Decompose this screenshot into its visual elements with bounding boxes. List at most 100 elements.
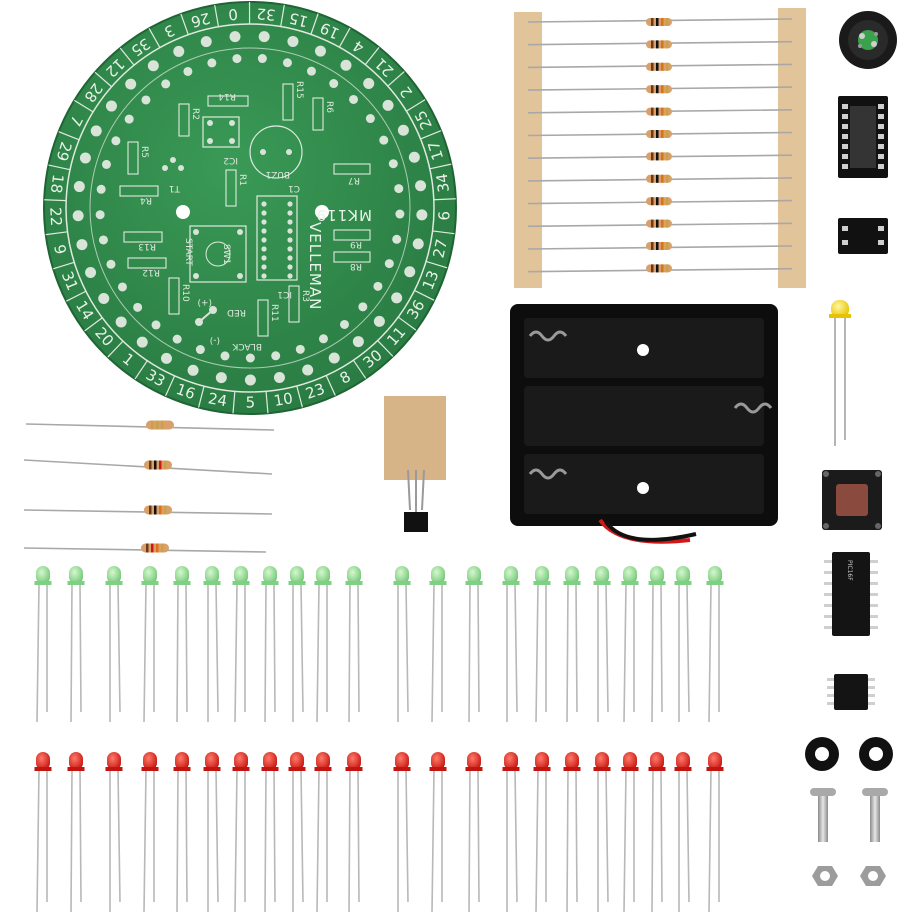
led-pad xyxy=(79,152,91,164)
led-pad xyxy=(373,315,385,327)
red-led xyxy=(314,752,332,913)
red-led xyxy=(674,752,692,912)
label-c1: C1 xyxy=(288,183,300,193)
red-led xyxy=(648,752,666,913)
ring-number: 10 xyxy=(272,389,294,410)
led-pad xyxy=(90,125,102,137)
label-r14: R14 xyxy=(218,91,236,101)
label-r15: R15 xyxy=(294,81,304,99)
led-pad xyxy=(392,234,402,244)
screw xyxy=(862,788,888,842)
label-r12: R12 xyxy=(142,267,160,277)
resistor xyxy=(23,459,273,475)
led-pad xyxy=(172,334,182,344)
led-pad xyxy=(388,159,398,169)
green-led xyxy=(345,566,363,723)
small-ic-8pin xyxy=(827,674,875,710)
green-led xyxy=(502,566,520,722)
red-led xyxy=(621,752,639,913)
led-pad xyxy=(98,293,110,305)
led-pad xyxy=(117,282,127,292)
hex-nut xyxy=(860,866,886,886)
led-pad xyxy=(245,353,255,363)
red-led xyxy=(345,752,363,913)
label-r4: R4 xyxy=(140,195,152,205)
loose-resistors xyxy=(23,420,275,553)
led-pad xyxy=(415,180,427,192)
pushbutton xyxy=(822,470,882,530)
screw xyxy=(810,788,836,842)
rubber-spacer xyxy=(805,737,839,771)
label-sw1: SW1 xyxy=(221,244,231,264)
label-minus: (-) xyxy=(210,335,220,345)
green-led xyxy=(648,566,666,723)
led-pad xyxy=(215,372,227,384)
label-r6: R6 xyxy=(324,101,334,113)
green-led xyxy=(105,566,123,722)
led-pad xyxy=(125,78,137,90)
led-pad xyxy=(257,54,267,64)
led-pad xyxy=(329,79,339,89)
red-led xyxy=(502,752,520,912)
led-pad xyxy=(151,320,161,330)
red-led xyxy=(533,752,551,913)
label-r3: R3 xyxy=(300,290,310,302)
ring-number: 23 xyxy=(303,380,327,403)
led-pad xyxy=(101,159,111,169)
ic-socket-8pin xyxy=(838,218,888,254)
sw1-footprint xyxy=(189,225,247,283)
label-ic1: IC1 xyxy=(277,289,292,299)
mounting-hole xyxy=(315,205,329,219)
resistor xyxy=(527,85,793,94)
resistor xyxy=(527,174,793,183)
buzzer xyxy=(839,11,897,69)
led-pad xyxy=(85,267,97,279)
led-pad xyxy=(373,281,383,291)
red-led xyxy=(173,752,191,913)
ring-number: 9 xyxy=(50,243,70,256)
green-led xyxy=(465,566,483,723)
led-pad xyxy=(306,66,316,76)
label-r2: R2 xyxy=(190,108,200,120)
green-led xyxy=(706,566,724,723)
label-r10: R10 xyxy=(180,284,190,302)
green-led-row xyxy=(34,566,724,723)
green-led xyxy=(429,566,447,723)
led-pad xyxy=(397,124,409,136)
led-pad xyxy=(258,31,270,43)
ring-number: 29 xyxy=(53,140,76,164)
red-led xyxy=(593,752,611,912)
led-pad xyxy=(161,79,171,89)
brand-velleman: VELLEMAN xyxy=(306,222,324,310)
red-led xyxy=(34,752,52,913)
led-pad xyxy=(318,334,328,344)
led-pad xyxy=(404,266,416,278)
led-pad xyxy=(340,319,350,329)
led-pad xyxy=(73,181,85,193)
ring-number: 17 xyxy=(424,139,447,163)
microcontroller-ic: PIC16F xyxy=(824,552,878,636)
green-led xyxy=(674,566,692,722)
ring-number: 22 xyxy=(46,207,65,227)
red-led xyxy=(141,752,159,913)
led-pad xyxy=(328,352,340,364)
green-led xyxy=(141,566,159,723)
label-r7: R7 xyxy=(348,175,360,185)
yellow-led xyxy=(829,300,851,446)
transistor xyxy=(384,396,446,532)
led-pad xyxy=(220,351,230,361)
red-led xyxy=(288,752,306,912)
resistor xyxy=(25,420,275,431)
led-pad xyxy=(98,235,108,245)
green-led xyxy=(173,566,191,723)
led-pad xyxy=(379,135,389,145)
label-buz1: BUZ1 xyxy=(266,169,291,179)
led-pad xyxy=(352,336,364,348)
led-pad xyxy=(244,374,256,386)
red-led xyxy=(706,752,724,913)
led-pad xyxy=(183,66,193,76)
red-led xyxy=(429,752,447,913)
battery-holder xyxy=(510,304,778,544)
led-pad xyxy=(287,35,299,47)
